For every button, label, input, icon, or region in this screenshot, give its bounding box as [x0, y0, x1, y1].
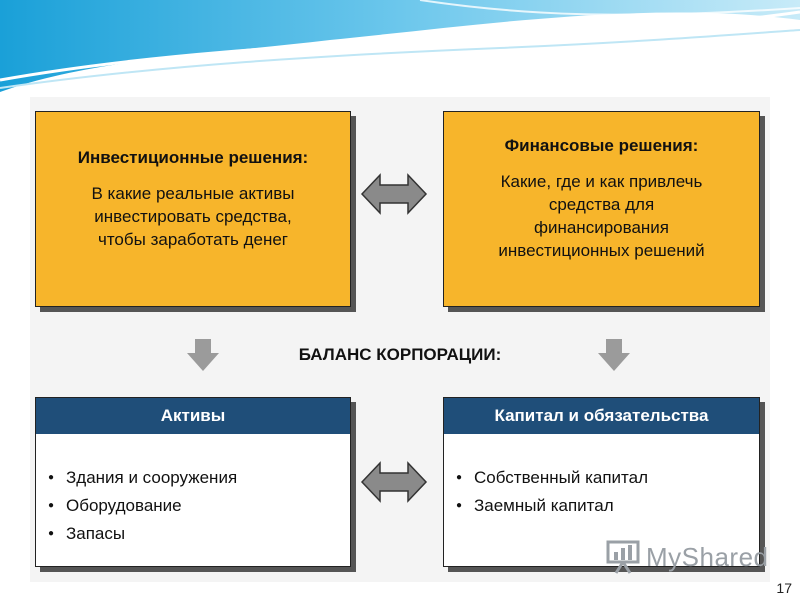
myshared-logo: MyShared: [606, 538, 769, 578]
investment-line: чтобы заработать денег: [97, 230, 289, 249]
list-item: Здания и сооружения: [42, 464, 350, 492]
list-item: Заемный капитал: [450, 492, 759, 520]
assets-list: Здания и сооружения Оборудование Запасы: [42, 464, 350, 548]
double-arrow-icon: [360, 173, 428, 215]
presentation-board-icon: [606, 540, 640, 574]
investment-decisions-text: В какие реальные активы инвестировать ср…: [36, 182, 350, 251]
list-item: Запасы: [42, 520, 350, 548]
header-wave-decoration: [0, 0, 800, 92]
liabilities-header: Капитал и обязательства: [444, 398, 759, 434]
double-arrow-icon: [360, 461, 428, 503]
liabilities-box: Капитал и обязательства Собственный капи…: [443, 397, 760, 567]
logo-text: MyShared: [646, 542, 769, 572]
liabilities-list: Собственный капитал Заемный капитал: [450, 464, 759, 520]
investment-line: В какие реальные активы: [91, 184, 295, 203]
investment-decisions-title: Инвестиционные решения:: [77, 148, 309, 167]
list-item: Оборудование: [42, 492, 350, 520]
financial-line: Какие, где и как привлечь: [500, 172, 703, 191]
page-number: 17: [776, 580, 792, 596]
financial-decisions-title: Финансовые решения:: [504, 136, 699, 155]
investment-line: инвестировать средства,: [94, 207, 292, 226]
financial-decisions-box: Финансовые решения: Какие, где и как при…: [443, 111, 760, 307]
financial-decisions-text: Какие, где и как привлечь средства для ф…: [444, 170, 759, 262]
diagram-area: Инвестиционные решения: В какие реальные…: [30, 97, 770, 582]
financial-line: инвестиционных решений: [498, 241, 705, 260]
financial-line: финансирования: [533, 218, 669, 237]
assets-box: Активы Здания и сооружения Оборудование …: [35, 397, 351, 567]
down-arrow-icon: [187, 339, 219, 371]
assets-header: Активы: [36, 398, 350, 434]
balance-label: БАЛАНС КОРПОРАЦИИ:: [298, 345, 502, 364]
investment-decisions-box: Инвестиционные решения: В какие реальные…: [35, 111, 351, 307]
down-arrow-icon: [598, 339, 630, 371]
financial-line: средства для: [548, 195, 655, 214]
list-item: Собственный капитал: [450, 464, 759, 492]
